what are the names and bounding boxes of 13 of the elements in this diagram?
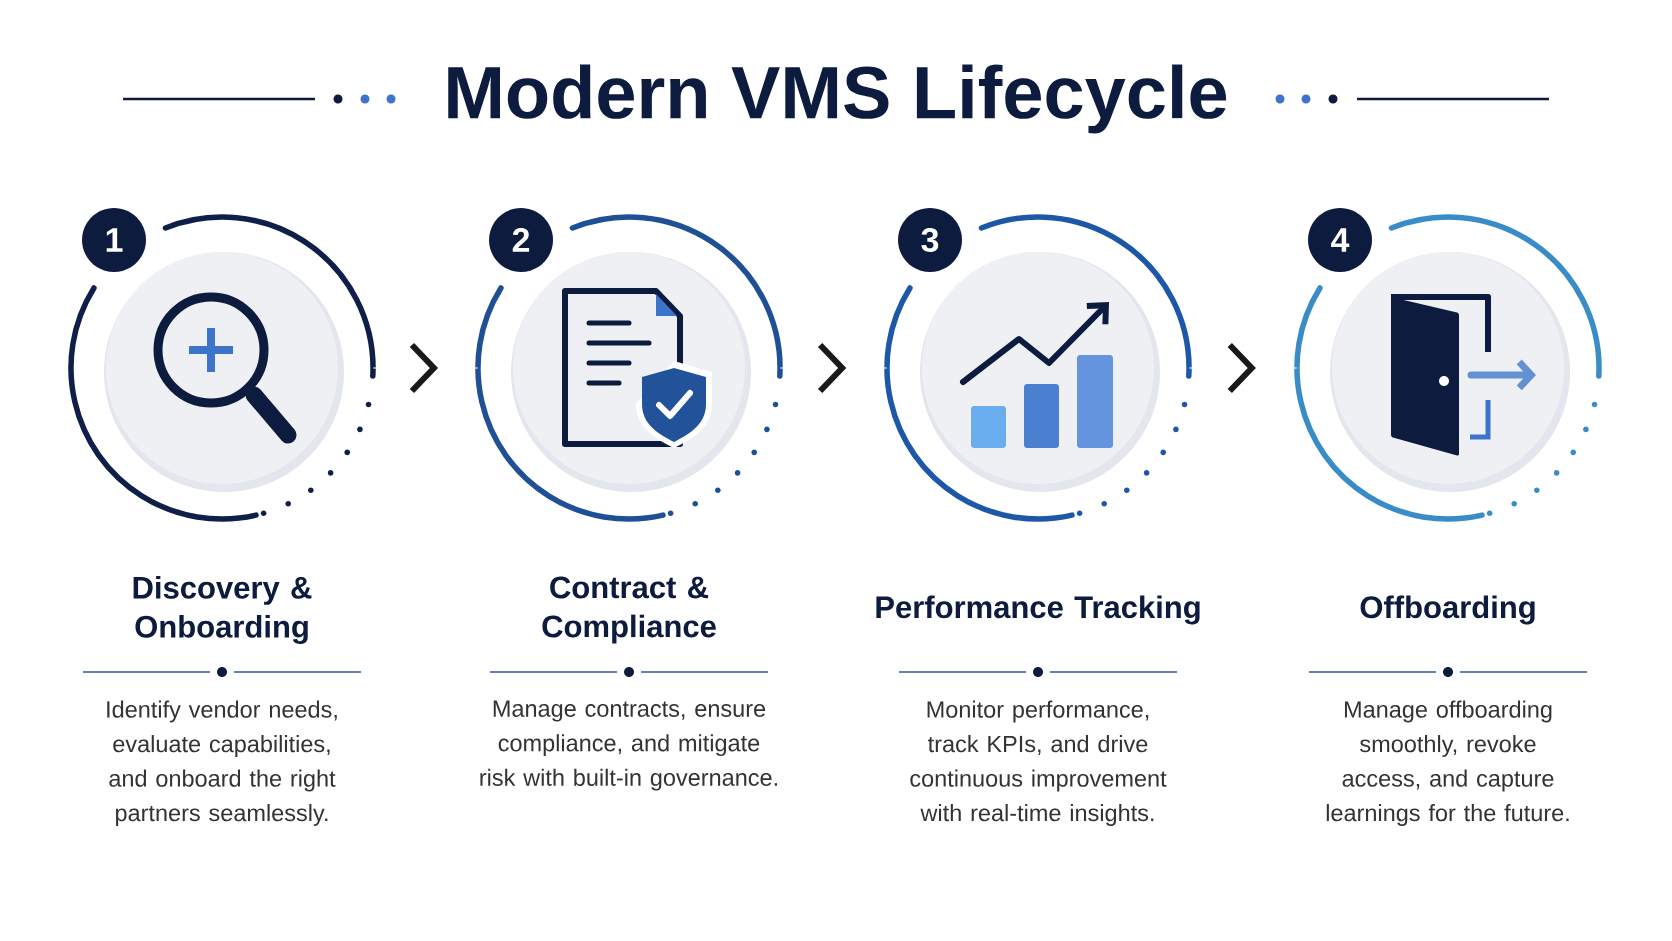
step-description: Manage contracts, ensure compliance, and mitigate risk with built-in governance. [480,700,777,791]
number-badge: 1 [82,208,146,272]
number-badge: 2 [489,208,553,272]
step-title: Discovery & Onboarding [133,575,312,644]
step-description: Identify vendor needs, evaluate capabilities, and onboard the right partners seamlessly. [107,700,337,826]
step-description: Monitor performance, track KPIs, and drive continuous improvement with real-time insights. [910,700,1167,826]
step-title: Offboarding [1360,595,1535,625]
title: Modern VMS Lifecycle [448,64,1227,134]
step-description: Manage offboarding smoothly, revoke access, and capture learnings for the future. [1326,700,1569,826]
number-badge: 3 [898,208,962,272]
step-title: Contract & Compliance [542,576,716,644]
number-badge: 4 [1308,208,1372,272]
step-title: Performance Tracking [876,595,1200,625]
